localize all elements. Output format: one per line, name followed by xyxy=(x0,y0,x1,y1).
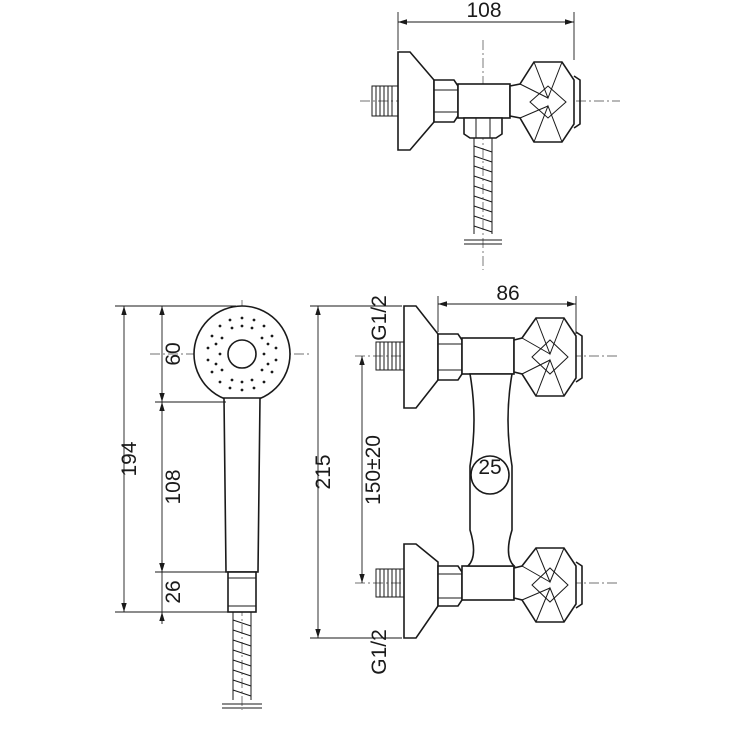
dim-handle-length: 108 xyxy=(162,469,185,504)
dim-head-diameter: 60 xyxy=(162,342,185,365)
shower-nozzles xyxy=(206,316,278,392)
thread-label-bottom: G1/2 xyxy=(368,629,391,675)
top-view: 108 xyxy=(360,0,620,270)
dim-front-width: 86 xyxy=(496,282,519,305)
mixer-front-view: 86 215 150±20 G1/2 G1/2 25 xyxy=(310,282,620,675)
hand-shower-view: 194 60 108 26 xyxy=(115,300,310,710)
outlet-connector xyxy=(470,455,510,495)
dim-outlet-diameter: 25 xyxy=(478,456,501,479)
dim-top-width: 108 xyxy=(466,0,501,22)
dim-shower-total: 194 xyxy=(118,441,141,476)
dim-center-distance: 150±20 xyxy=(362,435,385,505)
dim-neck-length: 26 xyxy=(162,580,185,603)
thread-label-top: G1/2 xyxy=(368,295,391,341)
dim-mixer-total: 215 xyxy=(312,454,335,489)
